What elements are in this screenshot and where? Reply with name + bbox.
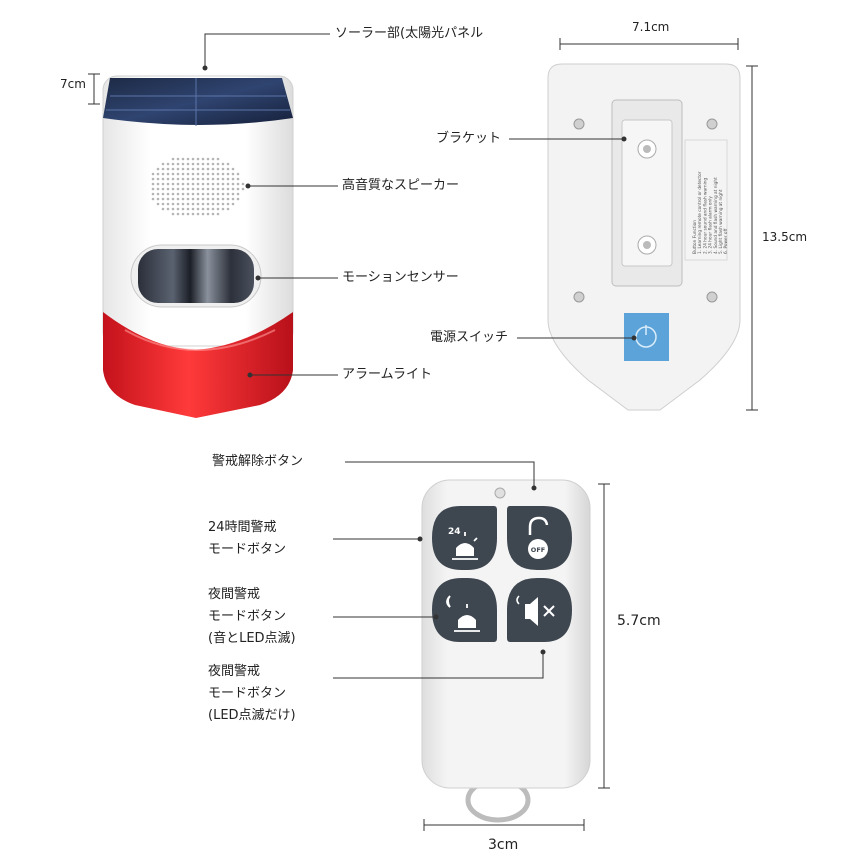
button-night-led-only[interactable] — [507, 578, 572, 642]
unlock-off-icon — [528, 516, 549, 559]
sticker-line: 4. Sound and flash warning at night — [713, 177, 719, 254]
label-speaker: 高音質なスピーカー — [342, 178, 460, 193]
label-night1-line-3: (音とLED点滅) — [208, 631, 296, 646]
siren-device — [102, 75, 294, 418]
dimension-depth: 7cm — [60, 77, 86, 91]
speaker-grille — [151, 157, 245, 216]
dimension-back-width: 7.1cm — [632, 20, 670, 34]
label-night-led-only-button: 夜間警戒 モードボタン (LED点滅だけ) — [208, 661, 296, 727]
button-24h-text: 24 — [448, 527, 461, 537]
label-alarm-light: アラームライト — [342, 367, 432, 382]
sticker-line: 1. Learning remote control or detector — [697, 171, 703, 254]
sticker-line: Button Function — [692, 220, 698, 254]
screws — [573, 118, 718, 303]
label-24h-line-1: 24時間警戒 — [208, 520, 277, 535]
label-night2-line-3: (LED点滅だけ) — [208, 708, 296, 723]
mute-speaker-icon — [516, 595, 555, 626]
label-solar-panel: ソーラー部(太陽光パネル — [335, 26, 484, 41]
label-night1-line-2: モードボタン — [208, 609, 287, 624]
button-night-sound-led[interactable] — [432, 578, 497, 642]
label-night-sound-led-button: 夜間警戒 モードボタン (音とLED点滅) — [208, 584, 296, 650]
device-callouts — [88, 33, 338, 378]
label-24h-mode-button: 24時間警戒 モードボタン — [208, 517, 286, 561]
alarm-light — [103, 312, 293, 418]
button-disarm[interactable]: OFF — [507, 506, 572, 570]
remote-control: 24 OFF — [421, 479, 591, 823]
button-off-text: OFF — [531, 546, 545, 554]
night-siren-icon — [446, 595, 480, 632]
dimension-remote-height: 5.7cm — [617, 613, 661, 629]
label-night2-line-2: モードボタン — [208, 686, 287, 701]
remote-callouts — [333, 461, 610, 831]
solar-panel — [103, 78, 293, 125]
label-night1-line-1: 夜間警戒 — [208, 587, 261, 602]
label-bracket: ブラケット — [436, 131, 502, 146]
label-motion-sensor: モーションセンサー — [342, 270, 459, 285]
back-callouts — [509, 38, 758, 411]
sticker-line: 5. Light flash warning at night — [718, 189, 724, 254]
label-power-switch: 電源スイッチ — [430, 330, 509, 345]
led-indicator — [494, 487, 506, 499]
label-24h-line-2: モードボタン — [208, 542, 287, 557]
dimension-remote-width: 3cm — [488, 837, 519, 853]
dimension-back-height: 13.5cm — [762, 230, 808, 244]
button-24h[interactable]: 24 — [432, 506, 497, 570]
sticker-line: 6. Power off — [723, 228, 729, 254]
sticker-line: 3. 24 hour flash alarm only — [708, 196, 714, 254]
label-night2-line-1: 夜間警戒 — [208, 664, 261, 679]
sticker-line: 2. 24 hour sound and flash warning — [702, 177, 708, 254]
power-switch[interactable] — [624, 313, 669, 361]
siren-24h-icon — [452, 532, 478, 560]
label-disarm-button: 警戒解除ボタン — [212, 454, 304, 469]
bracket — [611, 99, 683, 287]
